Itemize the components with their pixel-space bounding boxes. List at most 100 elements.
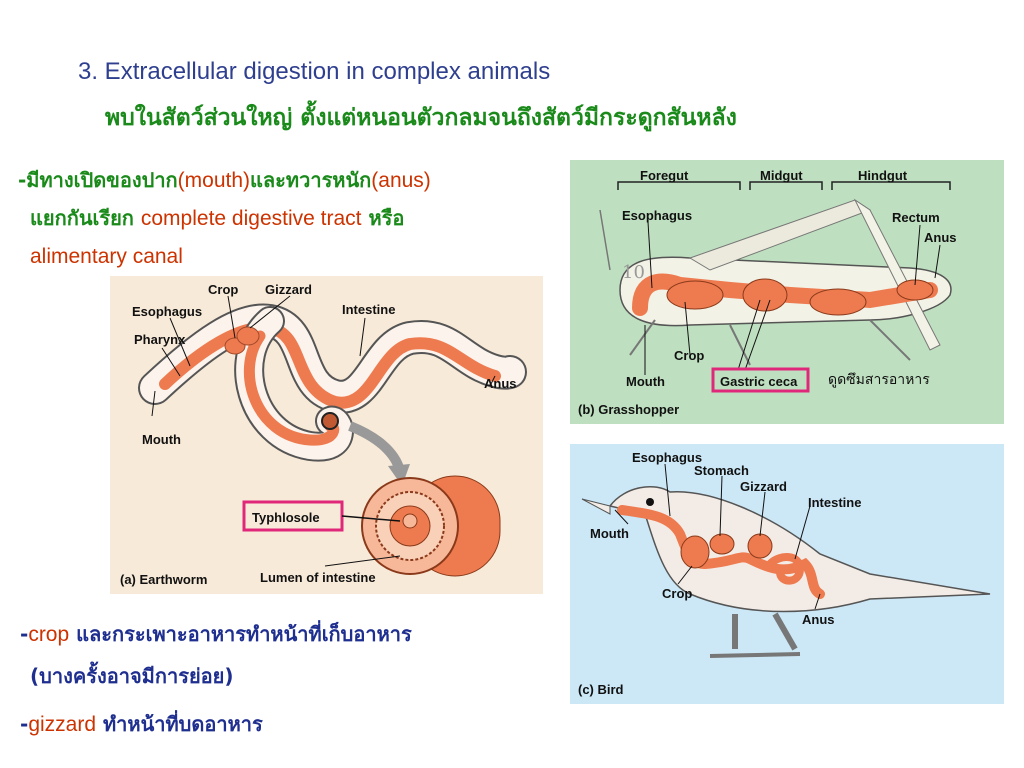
note-crop-line-1: -crop และกระเพาะอาหารทำหน้าที่เก็บอาหาร	[20, 620, 412, 649]
grasshopper-leg-2	[869, 319, 911, 361]
foregut-bracket	[617, 181, 741, 190]
grasshopper-leg-3	[729, 324, 751, 366]
gastric-ceca-highlight-box	[711, 367, 810, 393]
note-crop-dash: -	[20, 622, 29, 646]
note-crop-text: และกระเพาะอาหารทำหน้าที่เก็บอาหาร	[69, 622, 412, 646]
label-pharynx: Pharynx	[134, 332, 186, 347]
label-typhlosole: Typhlosole	[252, 510, 320, 525]
esophagus-leader	[169, 317, 191, 367]
typhlosole-leader	[341, 515, 401, 522]
note-crop-line-2: (บางครั้งอาจมีการย่อย)	[30, 662, 234, 690]
note-gizzard: -gizzard ทำหน้าที่บดอาหาร	[20, 710, 263, 739]
bird-leg-2	[772, 612, 798, 651]
note-gizzard-dash: -	[20, 712, 29, 736]
grasshopper-caption: (b) Grasshopper	[578, 402, 679, 417]
label-mouth: Mouth	[142, 432, 181, 447]
label-crop: Crop	[662, 586, 692, 601]
pharynx-leader	[161, 347, 181, 377]
intro-line-2: แยกกันเรียก complete digestive tract หรื…	[30, 204, 404, 233]
label-intestine: Intestine	[342, 302, 395, 317]
gizzard-leader	[759, 491, 766, 537]
zoom-arrow-head	[388, 464, 410, 486]
bird-gut	[617, 505, 825, 599]
hindgut-bracket	[831, 181, 951, 190]
label-anus: Anus	[484, 376, 517, 391]
intro-term-alimentary: alimentary canal	[30, 245, 183, 268]
typhlosole-fold	[402, 513, 418, 529]
esophagus-leader	[664, 463, 671, 517]
grasshopper-gastric-ceca	[742, 278, 788, 312]
label-intestine: Intestine	[808, 495, 861, 510]
anus-leader	[489, 375, 496, 387]
label-mouth: Mouth	[626, 374, 665, 389]
note-crop-sub: (บางครั้งอาจมีการย่อย)	[30, 664, 234, 688]
note-gizzard-text: ทำหน้าที่บดอาหาร	[96, 712, 263, 736]
anus-leader	[814, 593, 821, 610]
intro-text-c: และทวารหนัก	[250, 168, 372, 192]
grasshopper-intestine	[809, 288, 867, 316]
intro-term-mouth: (mouth)	[177, 169, 251, 192]
intro-text-line2a: แยกกันเรียก	[30, 206, 141, 230]
slide-title: 3. Extracellular digestion in complex an…	[78, 58, 551, 85]
grasshopper-figure: 10 Foregut Midgut Hindgut Esophagus Rect…	[570, 160, 1004, 424]
earthworm-caption: (a) Earthworm	[120, 572, 207, 587]
label-midgut: Midgut	[760, 168, 803, 183]
rectum-leader	[914, 224, 921, 286]
earthworm-loop-gut	[243, 330, 340, 446]
label-crop: Crop	[208, 282, 238, 297]
label-esophagus: Esophagus	[632, 450, 702, 465]
label-foregut: Foregut	[640, 168, 689, 183]
slide-subtitle: พบในสัตว์ส่วนใหญ่ ตั้งแต่หนอนตัวกลมจนถึง…	[105, 105, 737, 131]
earthworm-figure: Crop Gizzard Esophagus Pharynx Intestine…	[110, 276, 543, 594]
label-esophagus: Esophagus	[132, 304, 202, 319]
label-lumen: Lumen of intestine	[260, 570, 376, 585]
mouth-leader	[151, 390, 156, 417]
note-crop-term: crop	[28, 623, 70, 646]
bird-stomach	[709, 533, 735, 555]
stomach-leader	[719, 475, 723, 537]
mouth-leader	[614, 509, 629, 525]
crop-leader	[227, 295, 236, 339]
label-gizzard: Gizzard	[265, 282, 312, 297]
label-stomach: Stomach	[694, 463, 749, 478]
intro-text-line2c: หรือ	[361, 206, 405, 230]
intro-line-3: alimentary canal	[30, 242, 183, 271]
bird-beak	[581, 498, 611, 515]
intestine-leader	[794, 505, 811, 560]
absorb-note: ดูดซึมสารอาหาร	[828, 372, 930, 388]
label-mouth: Mouth	[590, 526, 629, 541]
grasshopper-leg-4	[629, 319, 656, 356]
ceca-leader-2	[744, 299, 771, 371]
gizzard-leader	[249, 295, 291, 329]
label-anus: Anus	[924, 230, 957, 245]
bird-body	[608, 485, 991, 613]
intestine-leader	[359, 317, 366, 357]
grasshopper-crop	[666, 280, 724, 310]
bird-crop	[680, 535, 710, 569]
bird-gizzard	[747, 533, 773, 559]
midgut-bracket	[749, 181, 823, 190]
ceca-leader-1	[737, 299, 761, 371]
crop-leader	[677, 565, 693, 585]
label-hindgut: Hindgut	[858, 168, 908, 183]
intro-term-anus: (anus)	[371, 169, 431, 192]
crop-leader	[684, 301, 691, 356]
label-esophagus: Esophagus	[622, 208, 692, 223]
bird-eye	[646, 498, 654, 506]
label-gastric-ceca: Gastric ceca	[720, 374, 798, 389]
earthworm-gizzard	[236, 326, 260, 346]
label-gizzard: Gizzard	[740, 479, 787, 494]
label-crop: Crop	[674, 348, 704, 363]
intro-text-a: -มีทางเปิดของปาก	[18, 168, 178, 192]
label-anus: Anus	[802, 612, 835, 627]
bird-intestine	[767, 553, 805, 585]
bird-figure: Esophagus Stomach Gizzard Intestine Mout…	[570, 444, 1004, 704]
grasshopper-antenna	[599, 209, 611, 271]
label-rectum: Rectum	[892, 210, 940, 225]
intro-line-1: -มีทางเปิดของปาก(mouth)และทวารหนัก(anus)	[18, 166, 431, 195]
esophagus-leader	[647, 221, 653, 289]
bird-feet	[709, 652, 801, 658]
anus-leader	[934, 244, 941, 279]
handwritten-mark: 10	[622, 262, 645, 283]
lumen-leader	[324, 555, 401, 567]
